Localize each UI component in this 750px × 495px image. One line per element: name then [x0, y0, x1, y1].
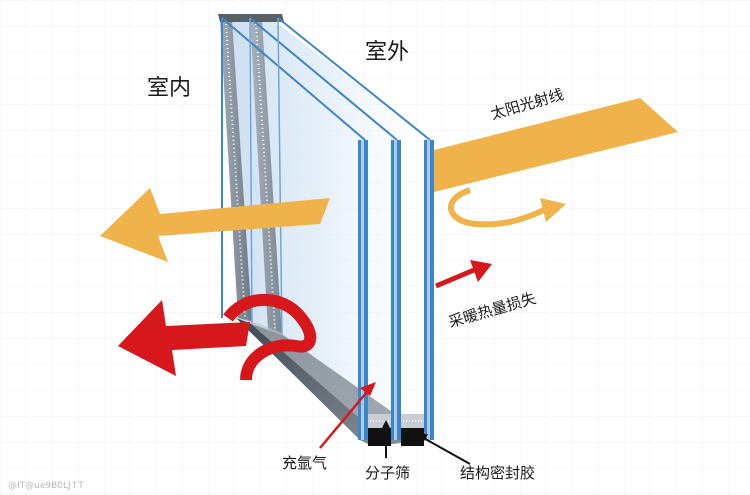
- sunlight-reflection-arrowhead: [540, 198, 566, 222]
- sealant-label: 结构密封胶: [460, 464, 536, 482]
- sealant-pointer-line: [419, 435, 471, 465]
- argon-pointer-line: [319, 385, 373, 449]
- indoor-label: 室内: [147, 76, 192, 101]
- glass-edge-line-6: [277, 17, 283, 339]
- heat-loss-arrowhead: [470, 260, 492, 282]
- sieve-label: 分子筛: [365, 464, 411, 482]
- spacer-strip-left: [220, 20, 252, 322]
- glass-edge-line-2: [249, 17, 398, 141]
- sealant-pointer-head: [416, 434, 428, 444]
- heat-loss-arrow-shaft: [435, 267, 475, 289]
- heat-return-curve: [223, 294, 317, 381]
- outdoor-label: 室外: [365, 40, 410, 65]
- glass-edge-line-3: [277, 17, 431, 141]
- sunlight-reflection-curl: [448, 187, 550, 228]
- glass-edge-line-1: [221, 17, 366, 141]
- front-pane-3-highlight: [427, 140, 430, 440]
- sunlight-inward-arrow: [100, 188, 330, 262]
- argon-pointer-head: [360, 382, 376, 396]
- argon-label: 充氩气: [282, 454, 328, 472]
- sunlight-ray-band: [434, 98, 678, 192]
- glass-edge-line-5: [249, 17, 253, 331]
- front-pane-2-highlight: [394, 140, 397, 440]
- sealant-cell-2: [401, 428, 424, 446]
- spacer-strip-middle: [250, 20, 282, 335]
- watermark: @IT@ue9B0LJ↑T: [8, 481, 84, 491]
- sieve-pointer-head: [381, 420, 391, 430]
- front-pane-1-highlight: [361, 140, 364, 440]
- sealant-cell-1: [368, 428, 391, 446]
- heat-return-arrow: [118, 300, 250, 376]
